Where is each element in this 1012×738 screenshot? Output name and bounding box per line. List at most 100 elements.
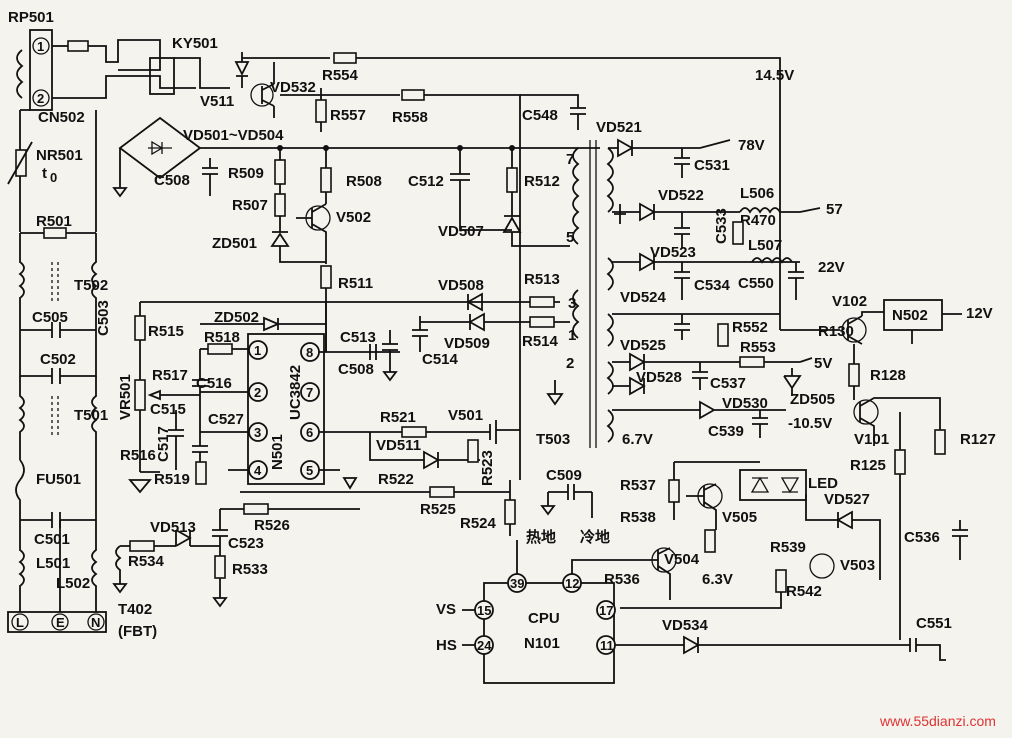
- T502-coil-right: [91, 233, 98, 330]
- resistor-R519: [195, 461, 207, 485]
- label-C512: C512: [408, 173, 444, 190]
- diode-VD513: [160, 529, 220, 547]
- label-N501: N501: [269, 434, 286, 470]
- label-VD524: VD524: [620, 289, 667, 306]
- label-cold-ground: 冷地: [580, 528, 610, 546]
- diode-VD534: [615, 635, 910, 655]
- rp501-coil: [16, 49, 24, 99]
- label-R518: R518: [204, 329, 240, 346]
- T503-sec-5: [606, 409, 614, 443]
- rp501-body: [29, 29, 53, 111]
- diode-VD509: [420, 312, 570, 332]
- resistor-R533: [214, 555, 226, 579]
- label-VD534: VD534: [662, 617, 709, 634]
- label-C505: C505: [32, 309, 68, 326]
- label-V505: V505: [722, 509, 757, 526]
- mains-input-section: RP501 1 2 CN502 KY501 VD501~VD504 C508 N…: [7, 9, 284, 633]
- label-C503: C503: [95, 300, 112, 336]
- resistor-R128: [848, 363, 860, 387]
- label-C516: C516: [196, 375, 232, 392]
- T501-coil-left: [18, 376, 25, 460]
- resistor-R513: [529, 296, 555, 308]
- resistor-R125: [894, 449, 906, 475]
- svg-text:2: 2: [37, 91, 44, 106]
- label-5V: 5V: [814, 355, 832, 372]
- svg-text:3: 3: [568, 295, 576, 312]
- label-57: 57: [826, 201, 843, 218]
- label-C513: C513: [340, 329, 376, 346]
- plug-E: E: [56, 615, 65, 630]
- label-R521: R521: [380, 409, 416, 426]
- resistor-R521: [401, 426, 427, 438]
- svg-text:11: 11: [600, 638, 614, 653]
- resistor-R552: [717, 323, 729, 347]
- label-R507: R507: [232, 197, 268, 214]
- label-R542: R542: [786, 583, 822, 600]
- label-R514: R514: [522, 333, 559, 350]
- label-C534: C534: [694, 277, 731, 294]
- cap-C508a: [202, 158, 218, 196]
- diode-VD508: [466, 292, 483, 312]
- diode-VD507: [502, 215, 570, 247]
- bridge-rectifier: [118, 116, 202, 180]
- label-V102: V102: [832, 293, 867, 310]
- label-VD523: VD523: [650, 244, 696, 261]
- transistor-V102: [841, 317, 867, 343]
- svg-text:t: t: [42, 165, 47, 182]
- label-RP501: RP501: [8, 9, 54, 26]
- label-L506: L506: [740, 185, 774, 202]
- label-L507: L507: [748, 237, 782, 254]
- label-VD527: VD527: [824, 491, 870, 508]
- T503-primary: [572, 147, 580, 245]
- resistor-R514: [529, 316, 555, 328]
- label-R516: R516: [120, 447, 156, 464]
- svg-text:17: 17: [599, 603, 613, 618]
- label-C502: C502: [40, 351, 76, 368]
- label-R515: R515: [148, 323, 184, 340]
- resistor-R558: [401, 89, 425, 101]
- label-V504: V504: [664, 551, 700, 568]
- resistor-R127: [934, 429, 946, 455]
- label-VS: VS: [436, 601, 456, 618]
- zener-ZD501: [270, 231, 290, 247]
- svg-text:7: 7: [566, 151, 574, 168]
- label-LED: LED: [808, 475, 838, 492]
- svg-text:2: 2: [254, 385, 261, 400]
- label-R534: R534: [128, 553, 165, 570]
- label-C508a: C508: [154, 172, 190, 189]
- svg-text:3: 3: [254, 425, 261, 440]
- label-VD513: VD513: [150, 519, 196, 536]
- resistor-R553: [739, 356, 765, 368]
- svg-text:39: 39: [510, 576, 524, 591]
- svg-text:12: 12: [565, 576, 579, 591]
- label-VD507: VD507: [438, 223, 484, 240]
- diode-VD521: [608, 138, 700, 158]
- plug-N: N: [91, 615, 100, 630]
- svg-text:5: 5: [566, 229, 574, 246]
- cap-C548: [520, 94, 586, 130]
- label-T503: T503: [536, 431, 570, 448]
- label-12V: 12V: [966, 305, 993, 322]
- transformer-T503: T503 7 5 3 1 2 6.7V: [536, 140, 653, 448]
- label-C515: C515: [150, 401, 186, 418]
- svg-text:2: 2: [566, 355, 574, 372]
- resistor-R522: [467, 439, 479, 463]
- potentiometer-VR501: [134, 379, 146, 411]
- rp501-pin1: [32, 37, 50, 55]
- resistor-R511: [320, 265, 332, 289]
- label-N101: N101: [524, 635, 560, 652]
- resistor-R507: [274, 193, 286, 217]
- label-C531: C531: [694, 157, 730, 174]
- diode-VD523: [612, 252, 800, 272]
- label-C508b: C508: [338, 361, 374, 378]
- label-R519: R519: [154, 471, 190, 488]
- resistor-R542: [775, 569, 787, 593]
- fuse-FU501: [15, 459, 25, 520]
- label-R552: R552: [732, 319, 768, 336]
- watermark: www.55dianzi.com: [879, 713, 996, 729]
- label-FU501: FU501: [36, 471, 81, 488]
- T503-sec-4: [606, 361, 614, 395]
- resistor-R524: [504, 499, 516, 525]
- resistor-rp: [67, 40, 89, 52]
- label-V501: V501: [448, 407, 483, 424]
